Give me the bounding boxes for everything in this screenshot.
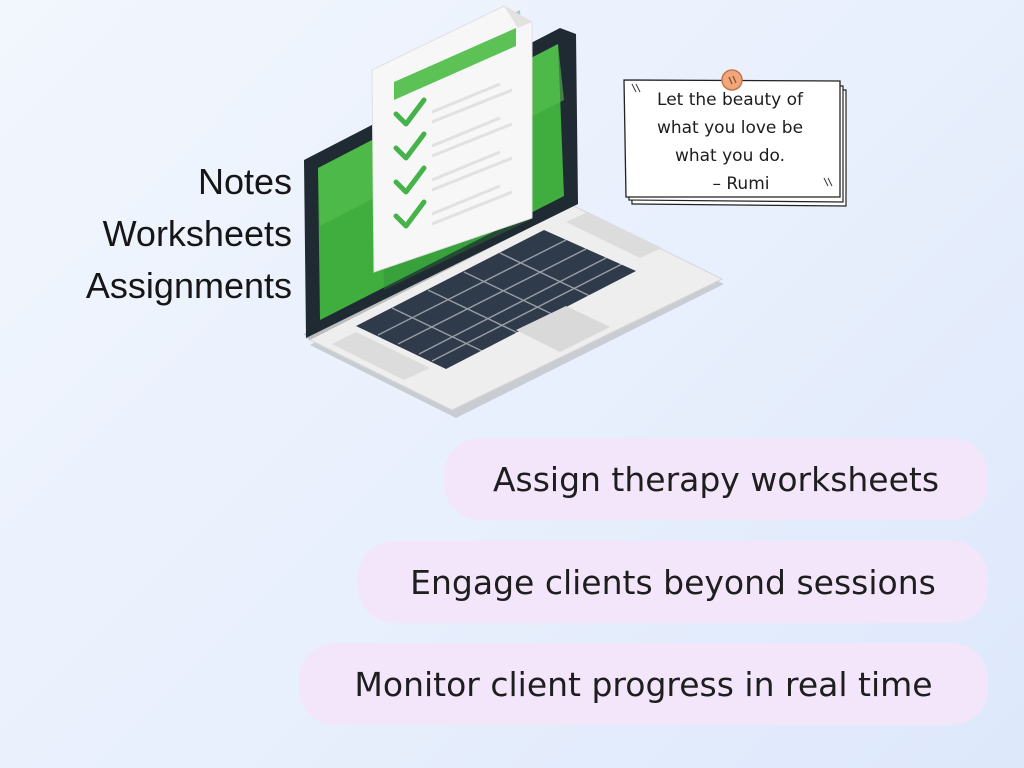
speaker-right [566, 212, 662, 258]
checkmark-icon [393, 199, 427, 229]
content-type-labels: Notes Worksheets Assignments [86, 156, 292, 312]
label-assignments: Assignments [85, 265, 292, 306]
feature-pill-monitor-progress: Monitor client progress in real time [299, 643, 988, 725]
feature-pill-assign-worksheets: Assign therapy worksheets [444, 438, 988, 520]
feature-pill-engage-clients: Engage clients beyond sessions [358, 541, 988, 623]
quote-text: Let the beauty of what you love be what … [629, 86, 831, 198]
checklist-document-icon [371, 5, 533, 273]
checkmark-icon [393, 97, 427, 127]
note-corner-marks [631, 83, 833, 187]
quote-note [623, 69, 847, 207]
checkmark-icon [393, 165, 427, 195]
quote-author: – Rumi [712, 174, 770, 194]
feature-text: Assign therapy worksheets [492, 459, 940, 499]
label-notes: Notes [197, 161, 292, 202]
touchpad [516, 306, 610, 352]
quote-line: what you love be [656, 118, 804, 138]
pushpin-icon [721, 69, 743, 91]
feature-text: Engage clients beyond sessions [410, 562, 936, 602]
quote-line: what you do. [674, 146, 786, 166]
keyboard [356, 230, 636, 369]
keyboard-keys [377, 239, 623, 362]
label-worksheets: Worksheets [102, 213, 292, 254]
laptop-illustration [304, 5, 724, 418]
speaker-left [332, 332, 430, 380]
feature-text: Monitor client progress in real time [354, 664, 933, 704]
note-front-sheet [623, 79, 841, 198]
quote-line: Let the beauty of [657, 90, 803, 110]
checkmark-icon [393, 131, 427, 161]
